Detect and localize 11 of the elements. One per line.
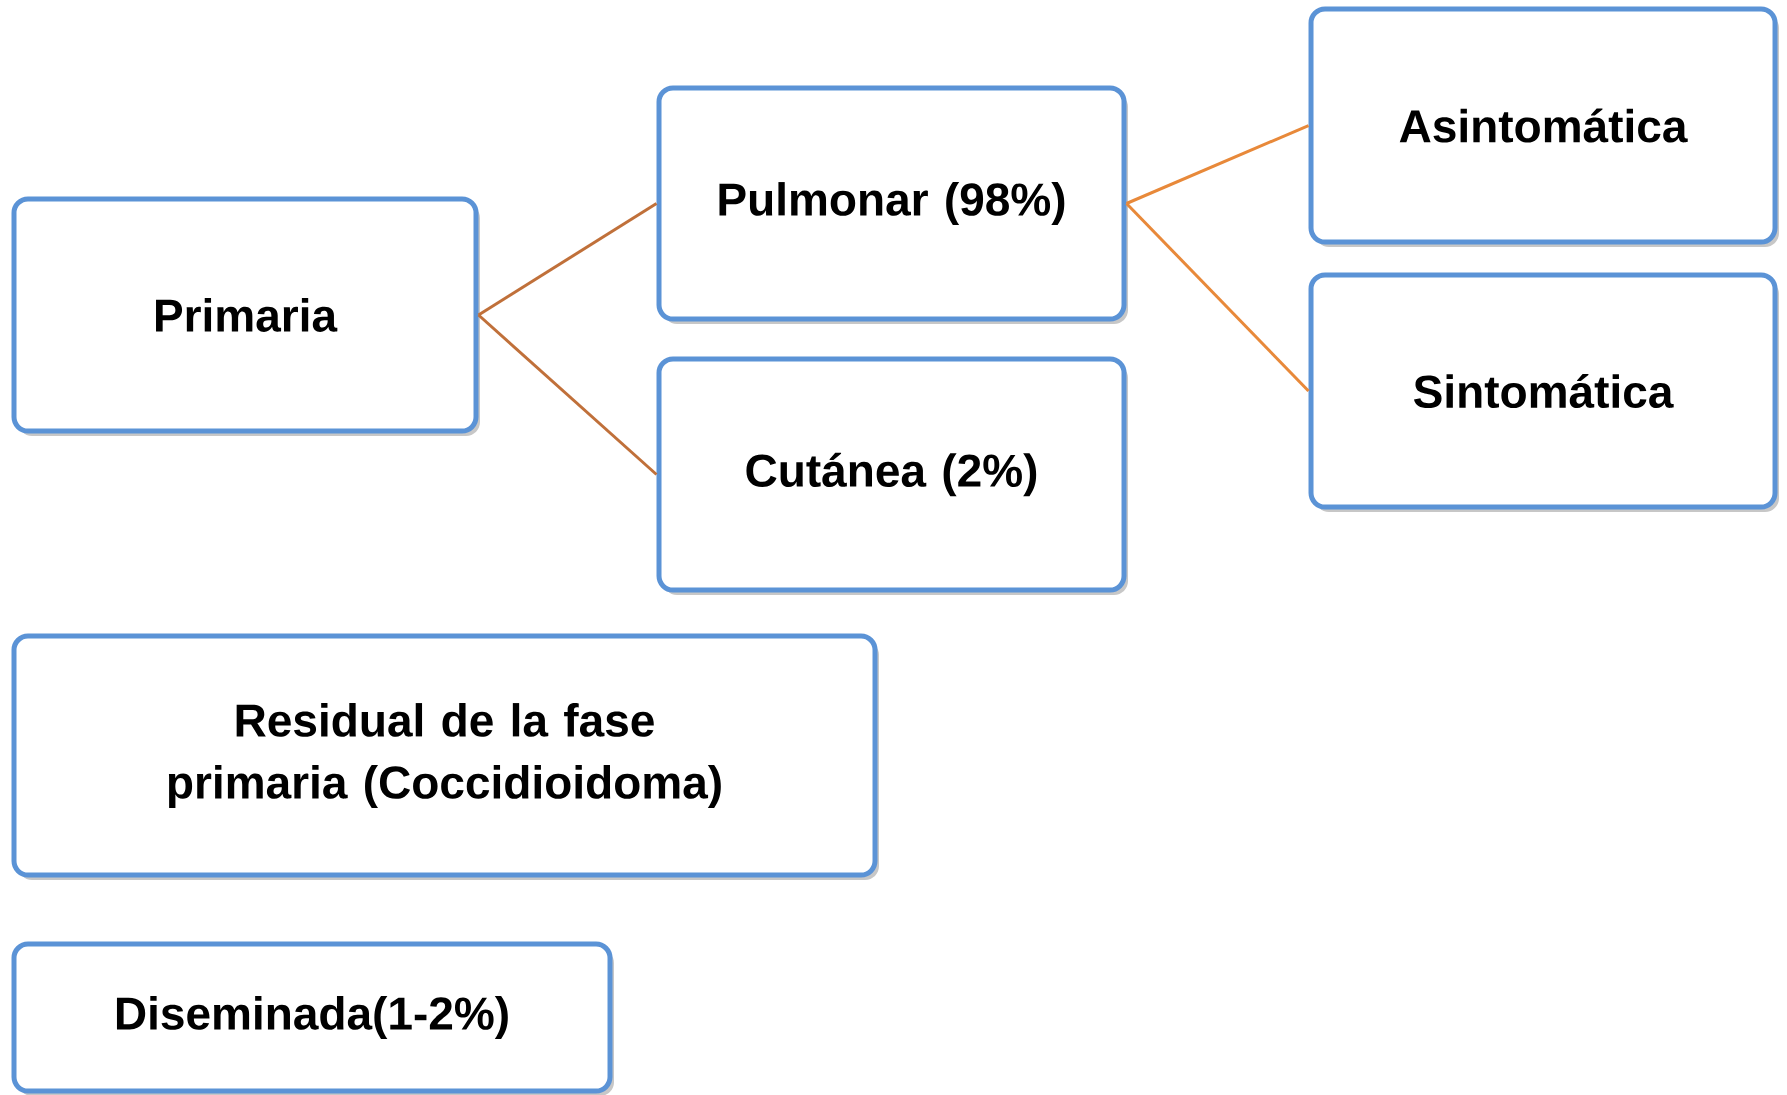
connector-line <box>477 202 658 317</box>
process-box: Asintomática <box>1308 6 1779 247</box>
process-box: Residual de la fase primaria (Coccidioidoma) <box>11 633 879 880</box>
process-box: Cutánea (2%) <box>656 356 1128 595</box>
process-box: Sintomática <box>1308 272 1779 512</box>
process-box: Primaria <box>11 196 480 436</box>
connector-line <box>1125 124 1310 205</box>
process-box: Pulmonar (98%) <box>656 85 1128 324</box>
connector-line <box>1125 202 1310 393</box>
connector-line <box>477 313 658 476</box>
process-box: Diseminada(1-2%) <box>11 941 614 1095</box>
